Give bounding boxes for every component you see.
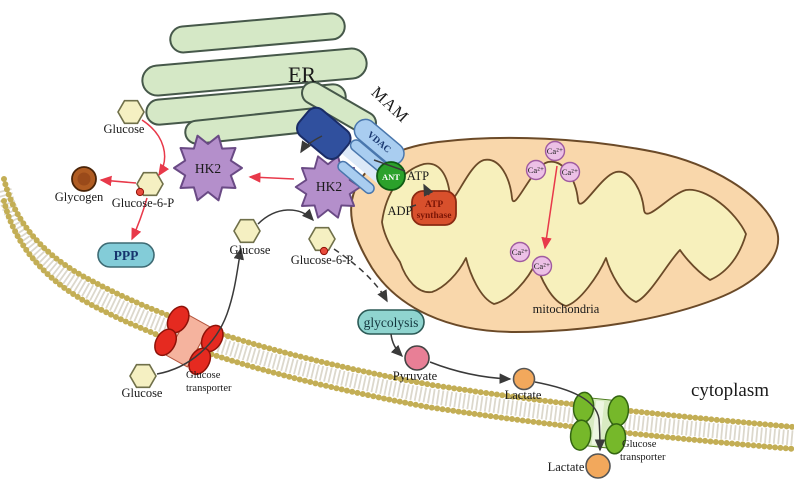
glucose6p-center-hexagon [308, 226, 336, 252]
arrow-glucose-to-g6p [257, 208, 315, 225]
ppp-pill [97, 242, 155, 268]
transporter-out-label-line1: Glucose [622, 439, 657, 450]
calcium-label: Ca²⁺ [562, 167, 579, 177]
arrow-pyruvate-to-lactate [429, 361, 512, 384]
hk2-left-label: HK2 [195, 161, 221, 176]
mitochondria-shape [350, 136, 779, 334]
transporter-in-pore [165, 314, 211, 368]
lactate-circle-upper [512, 367, 536, 391]
ip3r-channel [296, 106, 352, 161]
calcium-ions [509, 140, 581, 277]
glycolysis-label: glycolysis [364, 315, 419, 330]
atp-label: ATP [407, 169, 429, 183]
lactate-label-upper: Lactate [505, 388, 542, 402]
glucose-hexagon-middle [233, 218, 261, 244]
membrane-head-row-inner [1, 198, 794, 452]
transporter-in-subunit [154, 328, 178, 357]
adp-label: ADP [387, 204, 412, 218]
lactate-label-lower: Lactate [548, 460, 585, 474]
membrane-head-row-outer [1, 176, 794, 430]
calcium-ion [544, 140, 566, 162]
calcium-ion [559, 161, 581, 183]
calcium-label: Ca²⁺ [534, 261, 551, 271]
calcium-label: Ca²⁺ [512, 247, 529, 257]
transporter-out-label-line2: transporter [620, 452, 666, 463]
arrow-synthase-to-atp [423, 183, 434, 197]
ant-label: ANT [382, 172, 400, 182]
calcium-ion [531, 255, 553, 277]
mitochondria-label: mitochondria [533, 302, 600, 316]
black-arrows [156, 135, 606, 452]
glucose-label-middle: Glucose [230, 243, 271, 257]
arrow-g6p-to-glycogen [99, 175, 137, 187]
plasma-membrane [0, 176, 794, 452]
ppp-label: PPP [114, 248, 139, 263]
arrow-g6p-to-ppp [131, 197, 148, 241]
er-label: ER [288, 62, 316, 87]
calcium-label: Ca²⁺ [528, 165, 545, 175]
glucose6p-left-label: Glucose-6-P [112, 196, 175, 210]
lactate-circle-lower [585, 453, 611, 479]
atp-synthase-shape [411, 190, 457, 226]
arrow-ip3r-to-hk2 [300, 135, 323, 154]
arrow-glycolysis-to-pyruvate [390, 333, 404, 358]
er-cisterna-2 [141, 47, 368, 97]
line-adp-to-synthase [409, 204, 417, 208]
arrow-lactate-export [534, 381, 606, 452]
pyruvate-label: Pyruvate [393, 369, 438, 383]
calcium-label: Ca²⁺ [547, 146, 564, 156]
arrow-calcium-influx [541, 165, 558, 250]
arrow-hk2-translocation [248, 172, 295, 183]
transporter-in-subunit [188, 347, 212, 376]
calcium-ion [525, 159, 547, 181]
arrow-glucose-uptake [156, 247, 244, 375]
arrow-glucose-to-g6p-left [141, 119, 170, 177]
phosphate-dot-left [135, 187, 145, 197]
transporter-out-pore-stripe [591, 400, 605, 446]
red-arrows [99, 119, 558, 250]
er-cisterna-1 [169, 12, 346, 54]
phosphate-dot-center [319, 246, 329, 256]
glycogen-core [77, 172, 91, 186]
er-shape [141, 12, 377, 145]
atp-synthase-label-line2: synthase [417, 211, 452, 221]
vdac-wall-left [337, 160, 375, 195]
transporter-in-label-line2: transporter [186, 383, 232, 394]
mitochondria-matrix-cristae [381, 159, 747, 307]
transporter-out-subunit [604, 423, 627, 455]
hk2-right-label: HK2 [316, 179, 342, 194]
line-vdac-to-atp [373, 159, 406, 172]
transporter-in-label-line1: Glucose [186, 370, 221, 381]
glucose-transporter-out-shape [569, 391, 630, 455]
atp-synthase-label-line1: ATP [425, 200, 443, 210]
vdac-channel [353, 118, 405, 166]
glycogen-label: Glycogen [55, 190, 104, 204]
calcium-ion [509, 241, 531, 263]
glucose-hexagon-topleft [117, 99, 145, 125]
glucose-label-topleft: Glucose [104, 122, 145, 136]
arrow-g6p-to-glycolysis [333, 248, 388, 303]
glucose-label-bottom: Glucose [122, 386, 163, 400]
glucose-hexagon-bottom [129, 363, 157, 389]
glucose6p-center-label: Glucose-6-P [291, 253, 354, 267]
cytoplasm-label: cytoplasm [691, 380, 769, 401]
pyruvate-circle [404, 345, 430, 371]
transporter-out-subunit [569, 419, 592, 451]
